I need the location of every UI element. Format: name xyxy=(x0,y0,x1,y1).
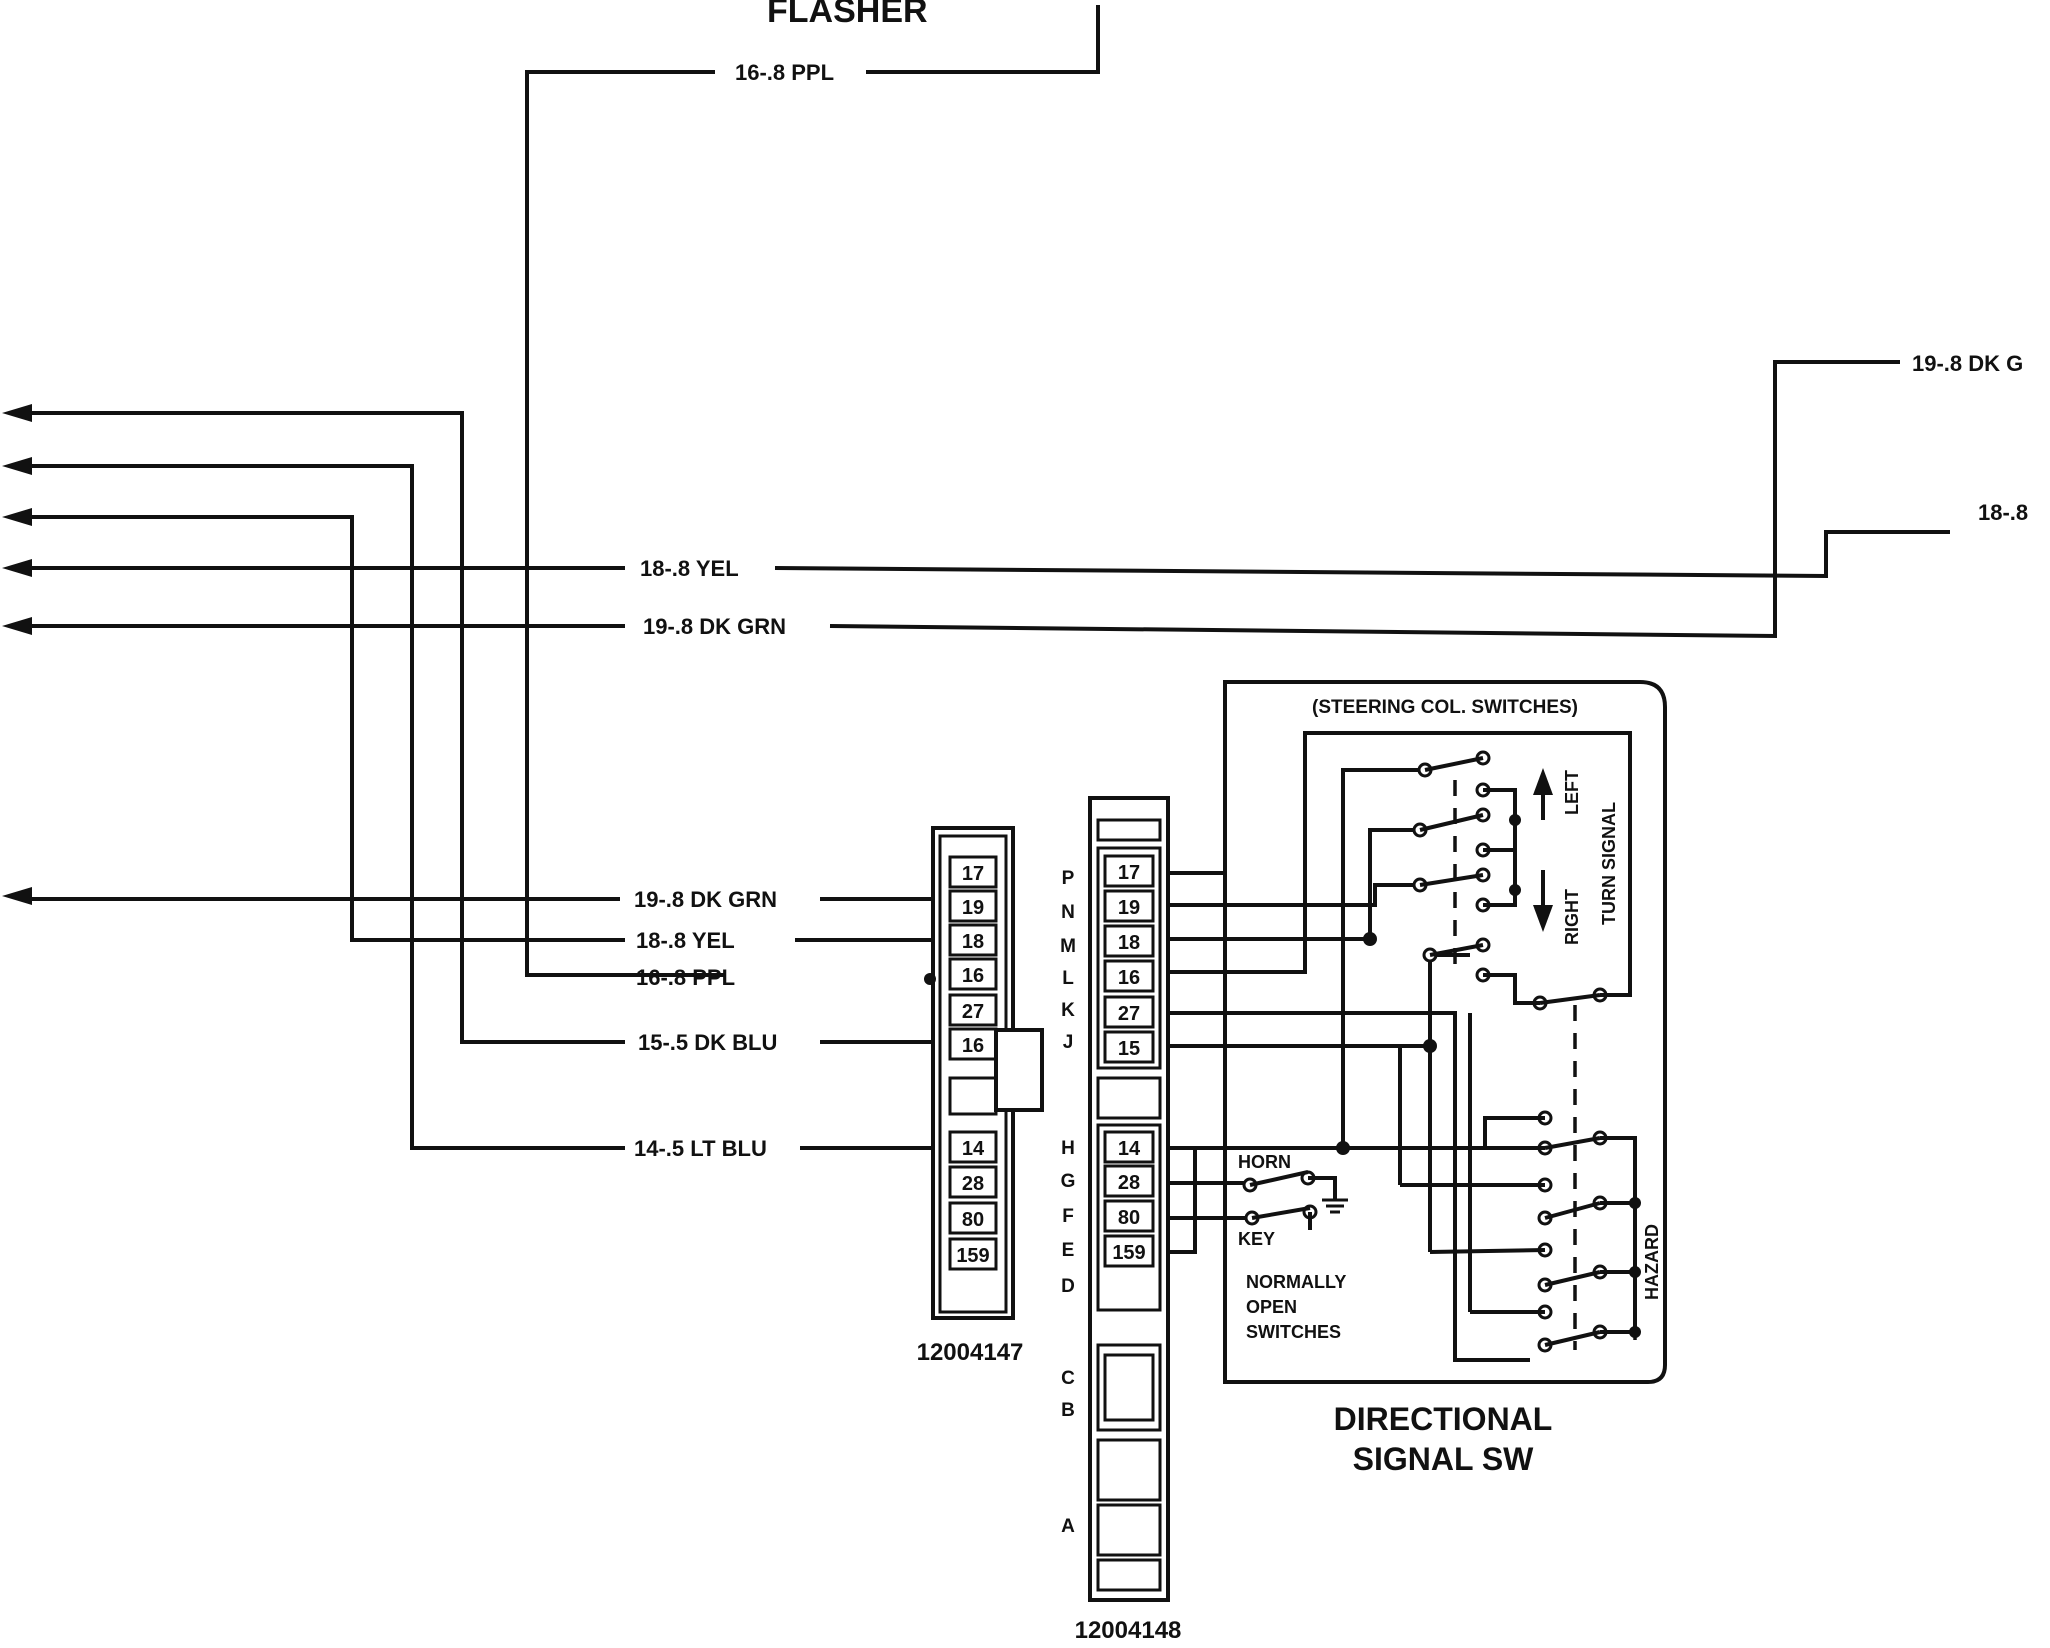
c2-cavity-1: 17 xyxy=(1118,862,1140,884)
c2-letter-n: N xyxy=(1061,902,1075,923)
c2-letter-h: H xyxy=(1061,1138,1075,1159)
arrow-1 xyxy=(2,404,32,422)
component-title-line1: DIRECTIONAL xyxy=(1334,1401,1553,1437)
c2-letter-p: P xyxy=(1062,868,1075,889)
c2-cavity-6: 15 xyxy=(1118,1038,1140,1060)
label-open: OPEN xyxy=(1246,1297,1297,1317)
wire-dkblu xyxy=(30,411,942,1044)
c2-cavity-5: 27 xyxy=(1118,1003,1140,1025)
c2-cavity-4: 16 xyxy=(1118,967,1140,989)
label-turn-signal: TURN SIGNAL xyxy=(1599,802,1619,925)
left-arrows xyxy=(2,404,32,905)
c2-letter-c: C xyxy=(1061,1368,1075,1389)
wire-label-c1-grn: 19-.8 DK GRN xyxy=(634,887,777,912)
wire-label-mid-yel: 18-.8 YEL xyxy=(640,556,739,581)
c2-letter-l: L xyxy=(1062,968,1074,989)
wire-ltblu xyxy=(30,464,942,1150)
arrow-5 xyxy=(2,617,32,635)
label-horn: HORN xyxy=(1238,1152,1291,1172)
wire-label-c1-yel: 18-.8 YEL xyxy=(636,928,735,953)
c2-cavity-9: 80 xyxy=(1118,1207,1140,1229)
wire-label-top-ppl: 16-.8 PPL xyxy=(735,60,834,85)
c2-letter-d: D xyxy=(1061,1276,1075,1297)
wire-label-mid-grn: 19-.8 DK GRN xyxy=(643,614,786,639)
c2-part-number: 12004148 xyxy=(1075,1617,1182,1644)
connector-12004148: 17 19 18 16 27 15 14 28 80 159 P N M L K… xyxy=(1060,796,1182,1644)
wire-yel-mid xyxy=(30,530,1950,579)
label-key: KEY xyxy=(1238,1229,1275,1249)
c2-cavity-10: 159 xyxy=(1112,1242,1145,1264)
c2-letter-b: B xyxy=(1061,1400,1075,1421)
c2-cavity-2: 19 xyxy=(1118,897,1140,919)
c1-cavity-2: 19 xyxy=(962,897,984,919)
wire-label-c1-ltblu: 14-.5 LT BLU xyxy=(634,1136,767,1161)
wire-label-c1-ppl: 16-.8 PPL xyxy=(636,965,735,990)
c2-cavity-8: 28 xyxy=(1118,1172,1140,1194)
flasher-label: FLASHER xyxy=(767,0,928,30)
wire-label-right-top: 19-.8 DK G xyxy=(1912,351,2023,376)
switch-box-header: (STEERING COL. SWITCHES) xyxy=(1312,697,1578,718)
c1-cavity-9: 80 xyxy=(962,1209,984,1231)
c1-cavity-3: 18 xyxy=(962,931,984,953)
c1-cavity-4: 16 xyxy=(962,965,984,987)
c1-cavity-8: 28 xyxy=(962,1173,984,1195)
arrow-4 xyxy=(2,559,32,577)
label-hazard: HAZARD xyxy=(1642,1224,1662,1300)
c1-cavity-6: 16 xyxy=(962,1035,984,1057)
c2-cavity-7: 14 xyxy=(1118,1138,1141,1160)
flasher-wire xyxy=(525,5,1100,977)
connector-12004147: 17 19 18 16 27 16 14 28 80 159 12004147 xyxy=(917,826,1044,1366)
c1-cavity-10: 159 xyxy=(956,1245,989,1267)
c2-letter-g: G xyxy=(1061,1171,1076,1192)
c2-letter-m: M xyxy=(1060,936,1076,957)
c2-letter-a: A xyxy=(1061,1516,1075,1537)
label-left: LEFT xyxy=(1562,770,1582,815)
label-right: RIGHT xyxy=(1562,889,1582,945)
label-switches: SWITCHES xyxy=(1246,1322,1341,1342)
c2-cavity-3: 18 xyxy=(1118,932,1140,954)
c2-letter-j: J xyxy=(1063,1032,1074,1053)
wire-grn-mid xyxy=(30,360,1900,639)
arrow-6 xyxy=(2,887,32,905)
c1-cavity-1: 17 xyxy=(962,863,984,885)
arrow-3 xyxy=(2,508,32,526)
wire-label-right-mid: 18-.8 xyxy=(1978,500,2028,525)
steering-column-switch-box: (STEERING COL. SWITCHES) xyxy=(1168,680,1667,1384)
c1-cavity-7: 14 xyxy=(962,1138,985,1160)
c2-letter-k: K xyxy=(1061,1000,1075,1021)
wire-yel-down xyxy=(30,515,942,942)
c1-part-number: 12004147 xyxy=(917,1339,1024,1366)
c1-cavity-5: 27 xyxy=(962,1001,984,1023)
c2-letter-f: F xyxy=(1062,1206,1074,1227)
arrow-2 xyxy=(2,457,32,475)
wire-label-c1-dkblu: 15-.5 DK BLU xyxy=(638,1030,777,1055)
label-normally: NORMALLY xyxy=(1246,1272,1346,1292)
component-title-line2: SIGNAL SW xyxy=(1353,1441,1535,1477)
c2-letter-e: E xyxy=(1062,1240,1075,1261)
